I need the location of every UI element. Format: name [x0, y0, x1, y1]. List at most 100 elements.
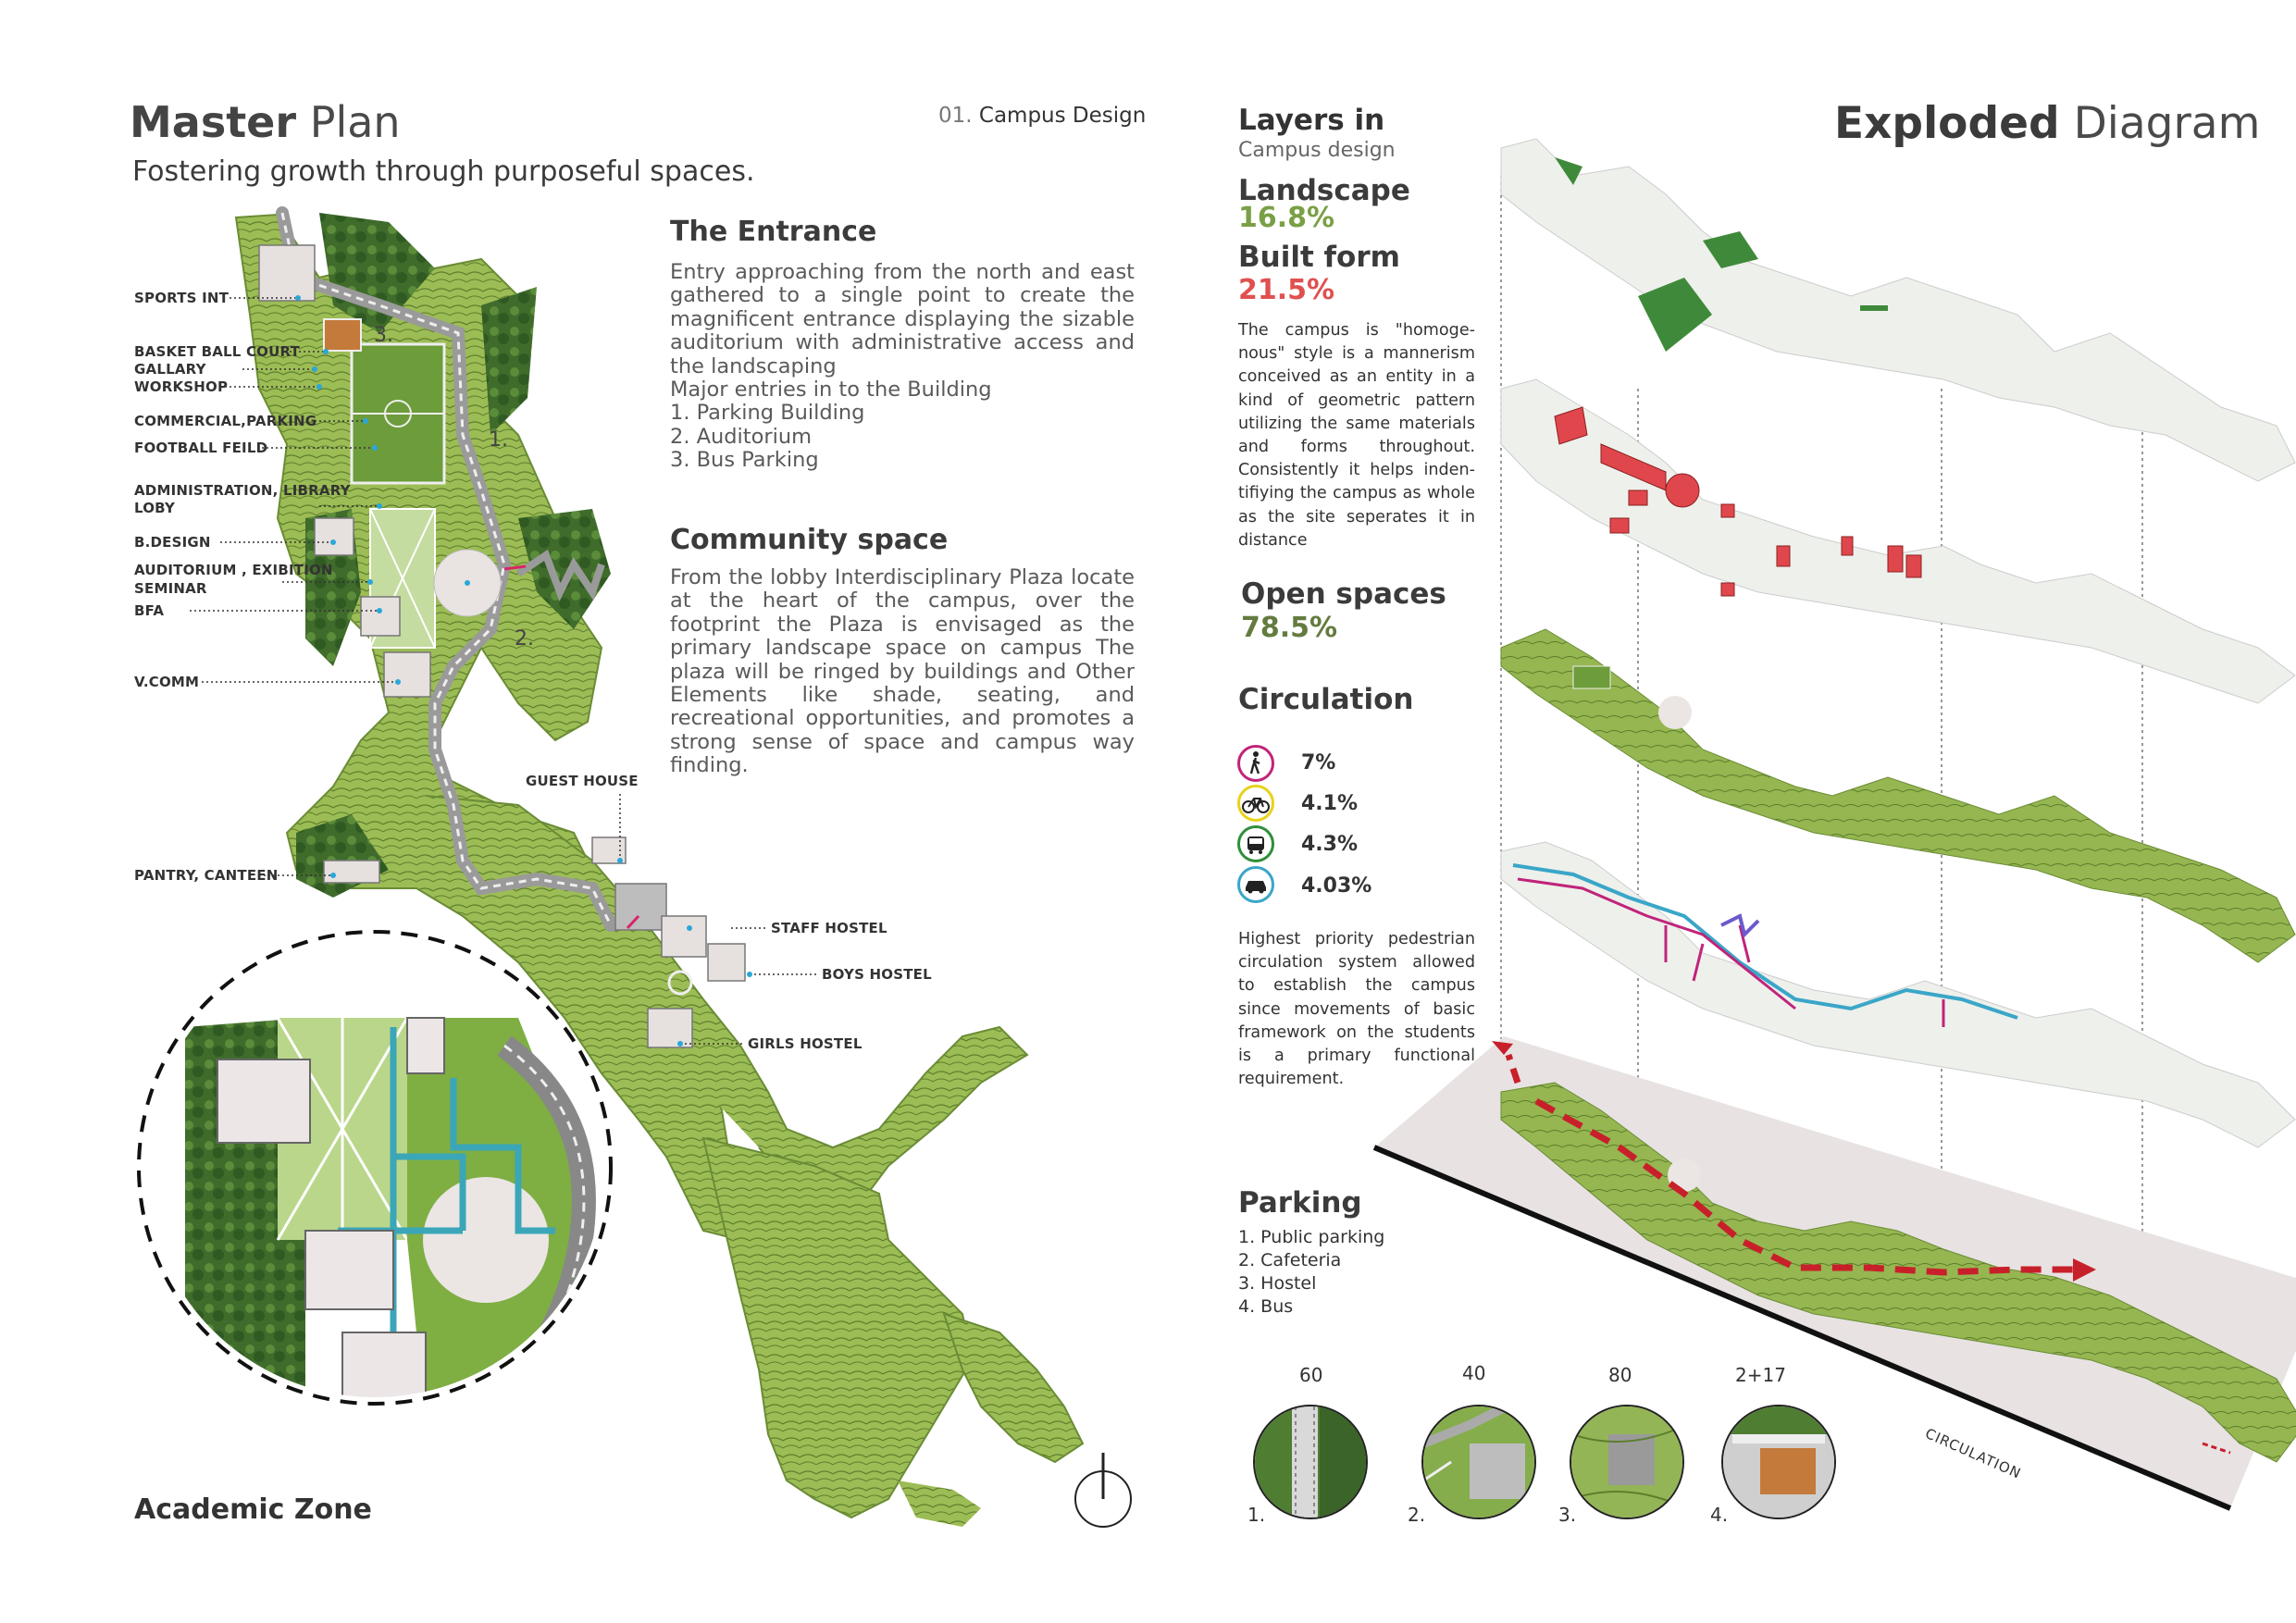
- title-bold: Exploded: [1834, 98, 2060, 149]
- entry-arrow: [503, 564, 527, 571]
- parking-count: 2+17: [1735, 1364, 1786, 1386]
- open-spaces-layer: [1500, 628, 2296, 963]
- plan-label: STAFF HOSTEL: [771, 920, 887, 936]
- diagram-title: Exploded Diagram: [1834, 98, 2260, 149]
- plan-label: BOYS HOSTEL: [822, 966, 932, 983]
- entry-marker: 2.: [515, 627, 534, 650]
- built-form-description: The campus is "homoge-nous" style is a m…: [1238, 321, 1475, 550]
- entrance-line: 1. Parking Building: [670, 401, 865, 426]
- page-title: Master Plan: [130, 97, 401, 147]
- landscape-value: 16.8%: [1238, 202, 1335, 234]
- parking-area: [614, 883, 667, 931]
- plan-label: LOBY: [134, 500, 176, 516]
- parking-index: 4.: [1710, 1504, 1729, 1526]
- parking-count: 40: [1462, 1362, 1486, 1384]
- circulation-description: Highest priority pedestrian circulation …: [1238, 930, 1475, 1089]
- entrance-line: 3. Bus Parking: [670, 448, 819, 473]
- parking-count: 80: [1608, 1364, 1632, 1386]
- label-dots: [295, 295, 752, 1047]
- circulation-value: 4.03%: [1301, 874, 1372, 898]
- pedestrian-icon: [1237, 745, 1274, 782]
- building: [383, 651, 431, 698]
- parking-index: 3.: [1558, 1504, 1577, 1526]
- parking-item: 1. Public parking: [1238, 1227, 1385, 1247]
- circulation-value: 4.3%: [1301, 833, 1359, 856]
- building: [360, 596, 401, 637]
- built-form-value: 21.5%: [1238, 274, 1335, 306]
- entry-arrow: [626, 914, 640, 930]
- plan-label: PANTRY, CANTEEN: [134, 867, 279, 884]
- landscape-label: Landscape: [1238, 174, 1410, 207]
- plan-label: B.DESIGN: [134, 534, 211, 551]
- title-light: Diagram: [2059, 98, 2261, 149]
- page-subtitle: Fostering growth through purposeful spac…: [132, 155, 755, 188]
- bus-icon: [1237, 825, 1274, 862]
- landscape-layer: [1500, 138, 2296, 482]
- base-plane: [1372, 1036, 2296, 1511]
- built-form-layer: [1500, 378, 2296, 704]
- parking-thumbnail: [1421, 1405, 1536, 1519]
- building: [258, 244, 316, 302]
- built-form-label: Built form: [1238, 241, 1400, 274]
- layers-title: Layers in: [1238, 104, 1385, 137]
- entry-marker: 3.: [374, 324, 393, 347]
- title-bold: Master: [130, 97, 297, 147]
- boys-hostel: [707, 943, 746, 982]
- plan-label: GUEST HOUSE: [526, 773, 639, 789]
- parking-thumbnail: [1570, 1405, 1684, 1519]
- section-number: 01.: [938, 104, 973, 128]
- entrance-line: 2. Auditorium: [670, 424, 813, 449]
- circulation-value: 7%: [1301, 751, 1336, 774]
- building: [323, 860, 380, 884]
- circulation-label: Circulation: [1238, 683, 1414, 716]
- plan-label: SPORTS INT: [134, 290, 230, 306]
- entrance-text: Entry approaching from the north and eas…: [670, 260, 1135, 473]
- plan-label: WORKSHOP: [134, 378, 229, 395]
- academic-zone-zoom: [137, 930, 613, 1406]
- circulation-value: 4.1%: [1301, 792, 1359, 815]
- parking-item: 4. Bus: [1238, 1296, 1294, 1317]
- parking-list: 1. Public parking 2. Cafeteria 3. Hostel…: [1238, 1226, 1384, 1319]
- entry-marker: 1.: [489, 428, 508, 452]
- plan-label: GALLARY: [134, 361, 206, 378]
- plan-label: GIRLS HOSTEL: [748, 1035, 863, 1052]
- building: [314, 517, 354, 556]
- section-name: Campus Design: [972, 104, 1147, 128]
- plan-label: SEMINAR: [134, 580, 207, 597]
- bicycle-icon: [1237, 785, 1274, 822]
- entrance-body: Entry approaching from the north and eas…: [670, 260, 1135, 378]
- basketball-court: [323, 318, 362, 352]
- zone-label: Academic Zone: [134, 1493, 372, 1526]
- plan-label: COMMERCIAL,PARKING: [134, 413, 317, 429]
- parking-item: 2. Cafeteria: [1238, 1250, 1342, 1270]
- community-heading: Community space: [670, 524, 949, 556]
- circulation-layer: [1500, 841, 2296, 1148]
- entrance-line: Major entries in to the Building: [670, 378, 992, 403]
- staff-hostel: [661, 915, 707, 958]
- label-leaders: [190, 297, 819, 1045]
- parking-index: 2.: [1408, 1504, 1426, 1526]
- community-body: From the lobby Interdisciplinary Plaza l…: [670, 565, 1135, 778]
- open-spaces-label: Open spaces: [1241, 577, 1446, 611]
- exploded-diagram: [1372, 138, 2296, 1511]
- girls-hostel: [647, 1008, 693, 1048]
- plan-label: BASKET BALL COURT: [134, 343, 300, 360]
- plan-label: V.COMM: [134, 674, 200, 690]
- open-spaces-value: 78.5%: [1241, 612, 1338, 644]
- entrance-heading: The Entrance: [670, 216, 877, 248]
- layers-subtitle: Campus design: [1238, 139, 1396, 162]
- plan-label: AUDITORIUM , EXIBITION: [134, 562, 333, 578]
- plan-label: ADMINISTRATION, LIBRARY: [134, 482, 351, 499]
- parking-index: 1.: [1247, 1504, 1266, 1526]
- parking-label: Parking: [1238, 1186, 1362, 1220]
- plan-label: FOOTBALL FEILD: [134, 440, 268, 456]
- parking-item: 3. Hostel: [1238, 1273, 1317, 1294]
- title-light: Plan: [296, 97, 401, 147]
- plan-label: BFA: [134, 602, 165, 619]
- master-plan-drawing: [137, 206, 1132, 1528]
- car-icon: [1237, 866, 1274, 903]
- road-network: [276, 206, 617, 932]
- parking-count: 60: [1299, 1364, 1323, 1386]
- section-label: 01. Campus Design: [938, 104, 1146, 128]
- north-arrow-icon: [1074, 1453, 1132, 1528]
